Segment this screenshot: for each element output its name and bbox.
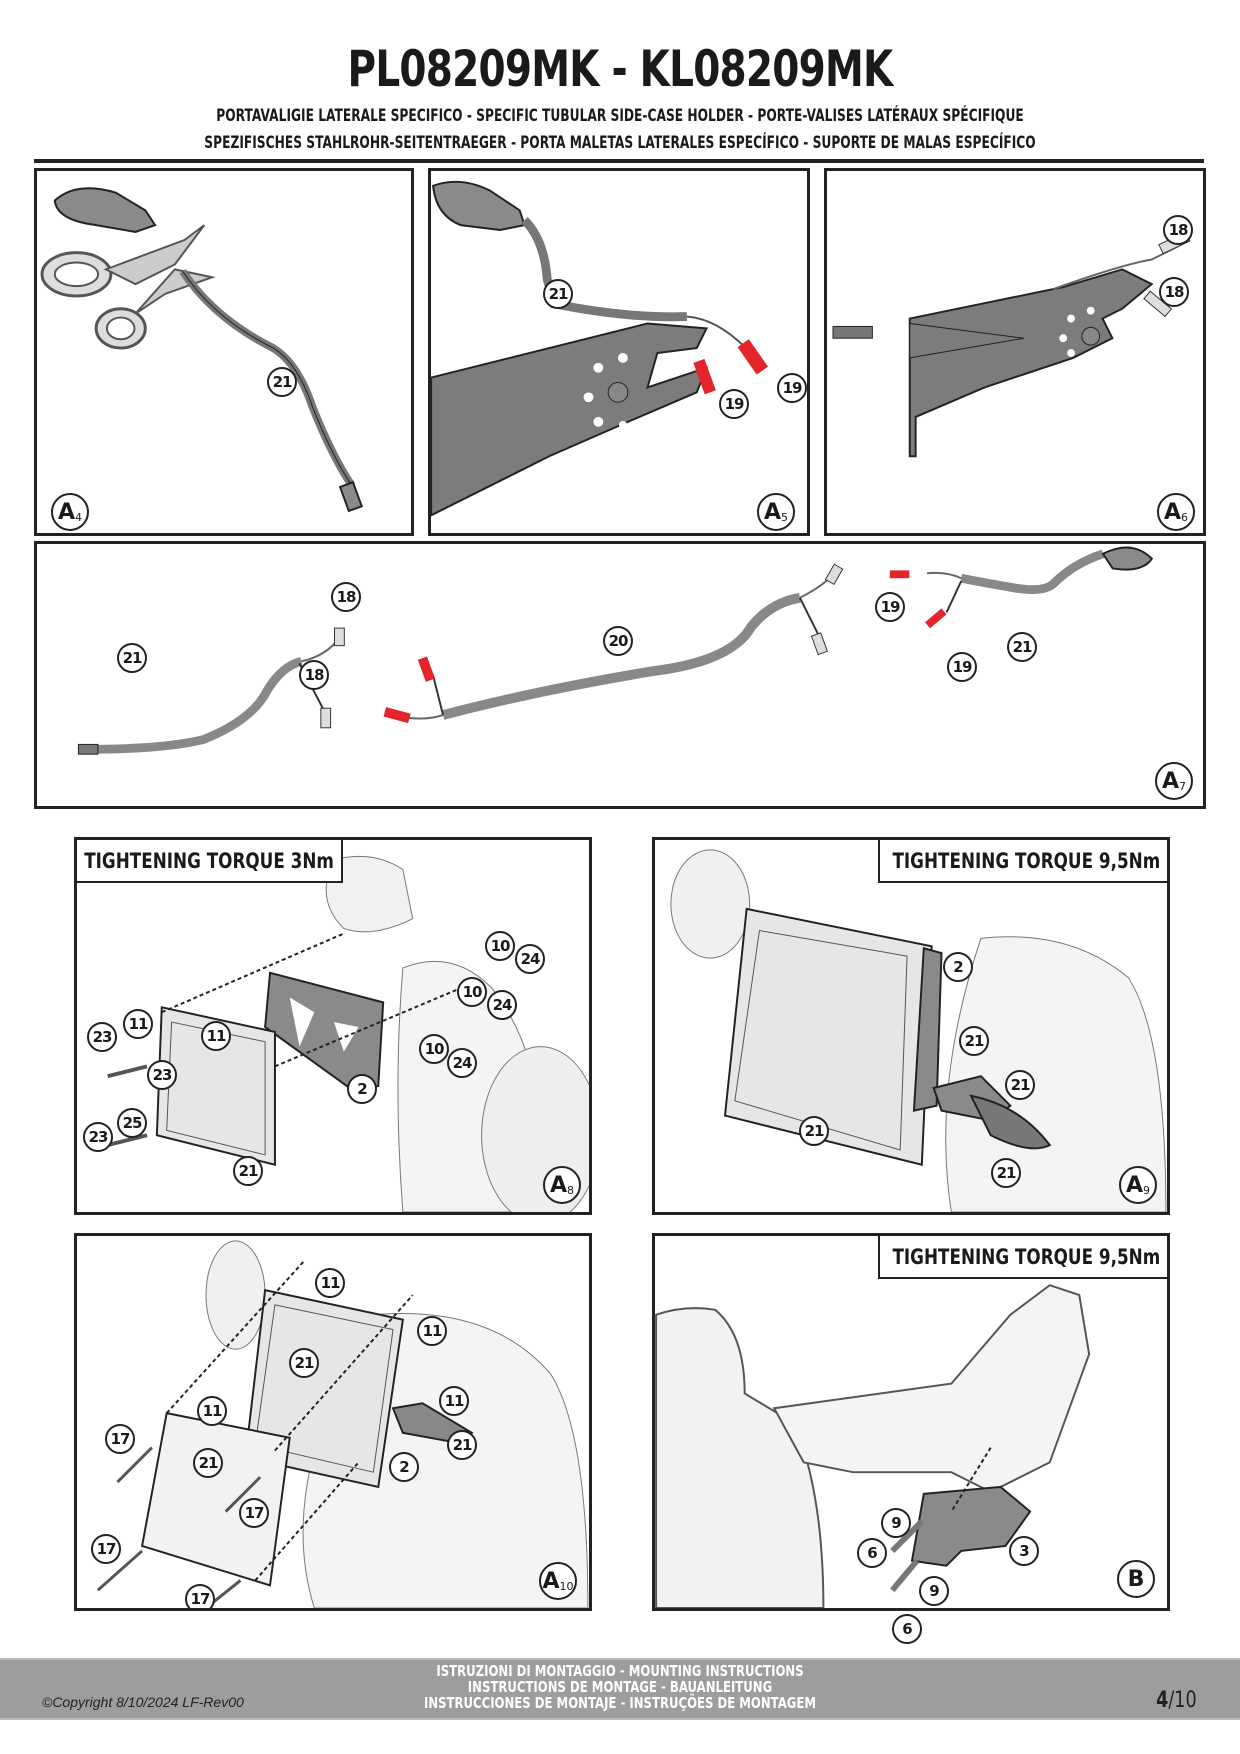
document-title: PL08209MK - KL08209MK <box>347 40 894 98</box>
callout-21: 21 <box>991 1158 1021 1188</box>
illustration-mount-plate-holder <box>107 855 589 1212</box>
callout-21: 21 <box>543 279 573 309</box>
callout-17: 17 <box>105 1424 135 1454</box>
callout-24: 24 <box>515 944 545 974</box>
callout-11: 11 <box>197 1396 227 1426</box>
callout-10: 10 <box>419 1034 449 1064</box>
callout-24: 24 <box>487 990 517 1020</box>
callout-24: 24 <box>447 1048 477 1078</box>
illustration-attach-license-plate <box>96 1240 589 1608</box>
callout-19: 19 <box>777 373 807 403</box>
callout-21: 21 <box>233 1156 263 1186</box>
callout-3: 3 <box>1009 1536 1039 1566</box>
callout-21: 21 <box>447 1430 477 1460</box>
callout-6: 6 <box>857 1538 887 1568</box>
callout-19: 19 <box>947 652 977 682</box>
callout-21: 21 <box>117 643 147 673</box>
header-divider <box>34 159 1204 163</box>
footer-bar: ISTRUZIONI DI MONTAGGIO - MOUNTING INSTR… <box>0 1658 1240 1720</box>
callout-21: 21 <box>799 1116 829 1146</box>
copyright-text: ©Copyright 8/10/2024 LF-Rev00 <box>42 1694 244 1710</box>
callout-2: 2 <box>943 952 973 982</box>
footer-line-2: INSTRUCTIONS DE MONTAGE - BAUANLEITUNG <box>467 1678 773 1696</box>
callout-17: 17 <box>239 1498 269 1528</box>
callout-17: 17 <box>185 1584 215 1608</box>
callout-20: 20 <box>603 626 633 656</box>
callout-11: 11 <box>123 1009 153 1039</box>
callout-23: 23 <box>147 1060 177 1090</box>
callout-23: 23 <box>87 1022 117 1052</box>
illustration-install-turn-signal <box>670 849 1167 1212</box>
footer-titles: ISTRUZIONI DI MONTAGGIO - MOUNTING INSTR… <box>0 1663 1240 1711</box>
callout-19: 19 <box>719 389 749 419</box>
torque-label: TIGHTENING TORQUE 3Nm <box>77 840 343 883</box>
callout-17: 17 <box>91 1534 121 1564</box>
illustration-wiring-harness-layout <box>77 546 1154 755</box>
callout-18: 18 <box>1159 277 1189 307</box>
callout-21: 21 <box>1007 632 1037 662</box>
callout-21: 21 <box>193 1448 223 1478</box>
callout-9: 9 <box>919 1576 949 1606</box>
callout-10: 10 <box>457 977 487 1007</box>
panel-b: TIGHTENING TORQUE 9,5Nm 9 6 3 9 B <box>652 1233 1170 1611</box>
callout-11: 11 <box>439 1386 469 1416</box>
callout-18: 18 <box>331 582 361 612</box>
callout-6: 6 <box>892 1614 922 1644</box>
footer-line-3: INSTRUCCIONES DE MONTAJE - INSTRUÇÕES DE… <box>423 1694 817 1712</box>
callout-25: 25 <box>117 1108 147 1138</box>
step-badge-b: B <box>1117 1560 1155 1598</box>
callout-18: 18 <box>1163 215 1193 245</box>
callout-10: 10 <box>485 931 515 961</box>
callout-21: 21 <box>267 367 297 397</box>
callout-2: 2 <box>347 1074 377 1104</box>
footer-line-1: ISTRUZIONI DI MONTAGGIO - MOUNTING INSTR… <box>436 1662 804 1680</box>
subtitle-line-2: SPEZIFISCHES STAHLROHR-SEITENTRAEGER - P… <box>204 133 1036 153</box>
page-number: 4/10 <box>1156 1688 1197 1713</box>
subtitle-line-1: PORTAVALIGIE LATERALE SPECIFICO - SPECIF… <box>216 106 1024 126</box>
illustration-crimp-connector-18 <box>832 231 1191 458</box>
callout-11: 11 <box>201 1021 231 1051</box>
callout-23: 23 <box>83 1122 113 1152</box>
illustration-install-bracket-3 <box>655 1284 1091 1608</box>
illustration-crimp-connector-19 <box>431 180 769 517</box>
callout-18: 18 <box>299 660 329 690</box>
callout-9: 9 <box>881 1508 911 1538</box>
torque-label: TIGHTENING TORQUE 9,5Nm <box>878 1236 1167 1279</box>
illustration-cut-wire-scissors <box>40 187 364 513</box>
callout-21: 21 <box>1005 1070 1035 1100</box>
panel-a8: TIGHTENING TORQUE 3Nm 10 24 10 24 10 24 … <box>74 837 592 1215</box>
callout-19: 19 <box>875 592 905 622</box>
callout-2: 2 <box>389 1452 419 1482</box>
callout-11: 11 <box>315 1268 345 1298</box>
callout-21: 21 <box>959 1026 989 1056</box>
callout-11: 11 <box>417 1316 447 1346</box>
callout-21: 21 <box>289 1348 319 1378</box>
torque-label: TIGHTENING TORQUE 9,5Nm <box>878 840 1167 883</box>
